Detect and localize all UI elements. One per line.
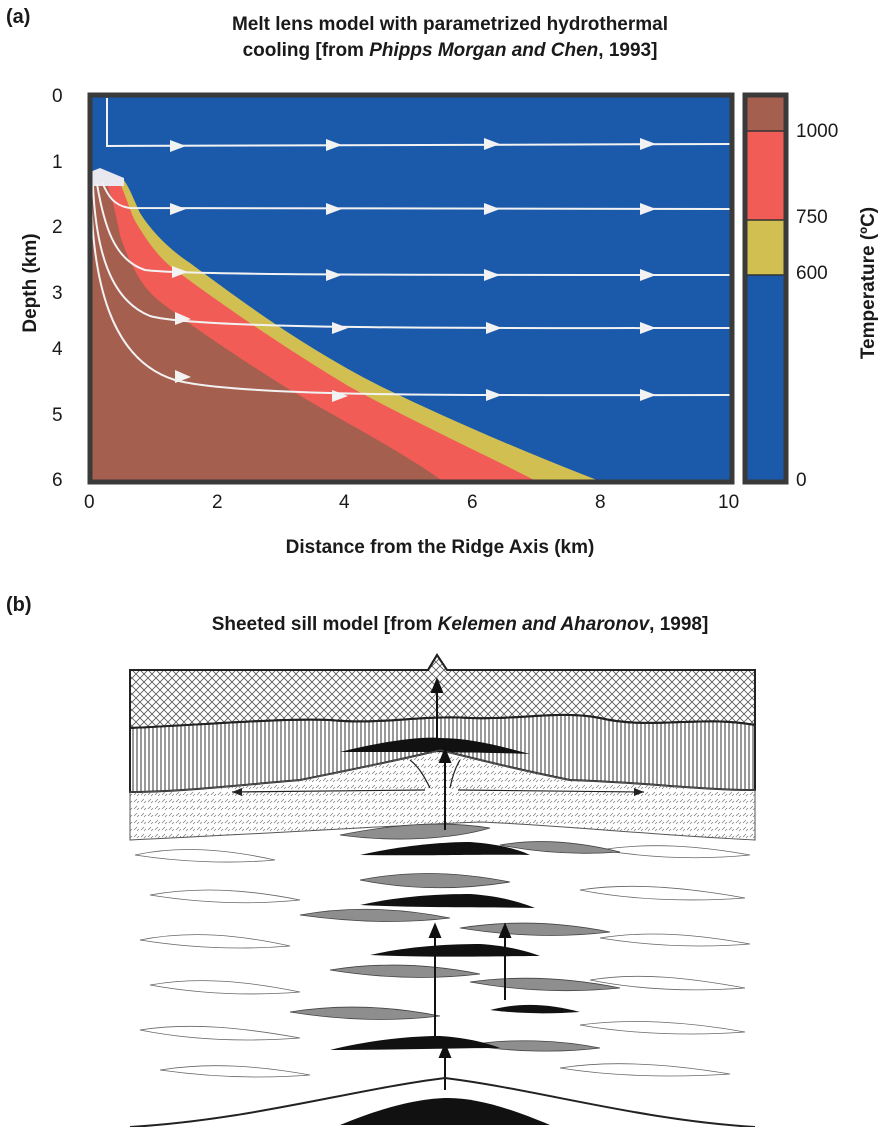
panel-a-title-line2: cooling [from Phipps Morgan and Chen, 19… [242, 40, 658, 61]
plot-frame [87, 92, 735, 485]
colorbar-frame [742, 92, 789, 485]
panel-b-title: Sheeted sill model [from Kelemen and Aha… [211, 614, 709, 635]
arrow-4d [640, 322, 656, 334]
colorbar-750-1000 [745, 131, 786, 220]
x-tick-10: 10 [718, 492, 740, 513]
ridge-peak [427, 653, 448, 671]
streamline-2 [101, 181, 733, 210]
arrow-3c [484, 269, 500, 281]
streamline-1 [106, 98, 733, 148]
sheeted-sill-diagram [129, 653, 756, 1127]
axial-melt-lens [340, 737, 530, 754]
arrow-3d [640, 269, 656, 281]
arrow-4a [175, 312, 191, 325]
colorbar-tick-600: 600 [796, 263, 828, 284]
arrow-2c [484, 203, 500, 215]
arrow-1d [640, 138, 656, 150]
grey-sills [289, 823, 621, 1052]
streamline-5 [90, 187, 733, 397]
y-tick-6: 6 [52, 470, 63, 491]
streamline-4 [92, 185, 733, 330]
x-tick-6: 6 [467, 492, 478, 513]
y-tick-3: 3 [52, 283, 63, 304]
colorbar-600-750 [745, 220, 786, 275]
x-tick-0: 0 [84, 492, 95, 513]
y-tick-2: 2 [52, 217, 63, 238]
y-tick-4: 4 [52, 339, 63, 360]
arrow-5c [486, 389, 502, 401]
temperature-plot [87, 92, 789, 485]
panel-b-label: (b) [6, 594, 32, 616]
moho-curve [129, 1076, 756, 1127]
colorbar-tick-750: 750 [796, 207, 828, 228]
flow-arrow-left [231, 789, 426, 793]
arrow-2a [170, 203, 186, 215]
arrow-4b [332, 322, 348, 334]
arrow-3b [326, 269, 342, 281]
colorbar-tick-1000: 1000 [796, 121, 839, 142]
x-tick-2: 2 [212, 492, 223, 513]
x-axis-title: Distance from the Ridge Axis (km) [285, 537, 595, 558]
flow-arrow-right [457, 789, 645, 793]
arrow-2b [326, 203, 342, 215]
arrow-1b [326, 139, 342, 151]
arrow-5d [640, 389, 656, 401]
black-sills [330, 842, 580, 1125]
arrow-1a [170, 140, 186, 152]
panel-a-label: (a) [6, 6, 31, 28]
x-tick-8: 8 [595, 492, 606, 513]
melt-lens [90, 168, 124, 186]
arrow-5b [332, 390, 348, 402]
x-tick-4: 4 [339, 492, 350, 513]
y-tick-0: 0 [52, 86, 63, 107]
melt-transport-arrows [428, 677, 512, 1090]
arrow-2d [640, 203, 656, 215]
panel-a-title: Melt lens model with parametrized hydrot… [120, 12, 780, 64]
colorbar-1000 [745, 95, 786, 131]
arrow-4c [486, 322, 502, 334]
colorbar-title: Temperature (ºC) [858, 206, 878, 360]
band-1000 [90, 178, 444, 482]
arrow-1c [484, 138, 500, 150]
streamlines [90, 98, 733, 397]
y-tick-5: 5 [52, 405, 63, 426]
background-sills [134, 845, 751, 1078]
y-tick-1: 1 [52, 152, 63, 173]
arrow-5a [175, 370, 191, 383]
panel-a-title-line1: Melt lens model with parametrized hydrot… [231, 14, 669, 35]
colorbar-tick-0: 0 [796, 470, 807, 491]
streamline-3 [96, 183, 733, 276]
streamline-arrows [170, 138, 656, 402]
arrow-3a [172, 266, 188, 278]
